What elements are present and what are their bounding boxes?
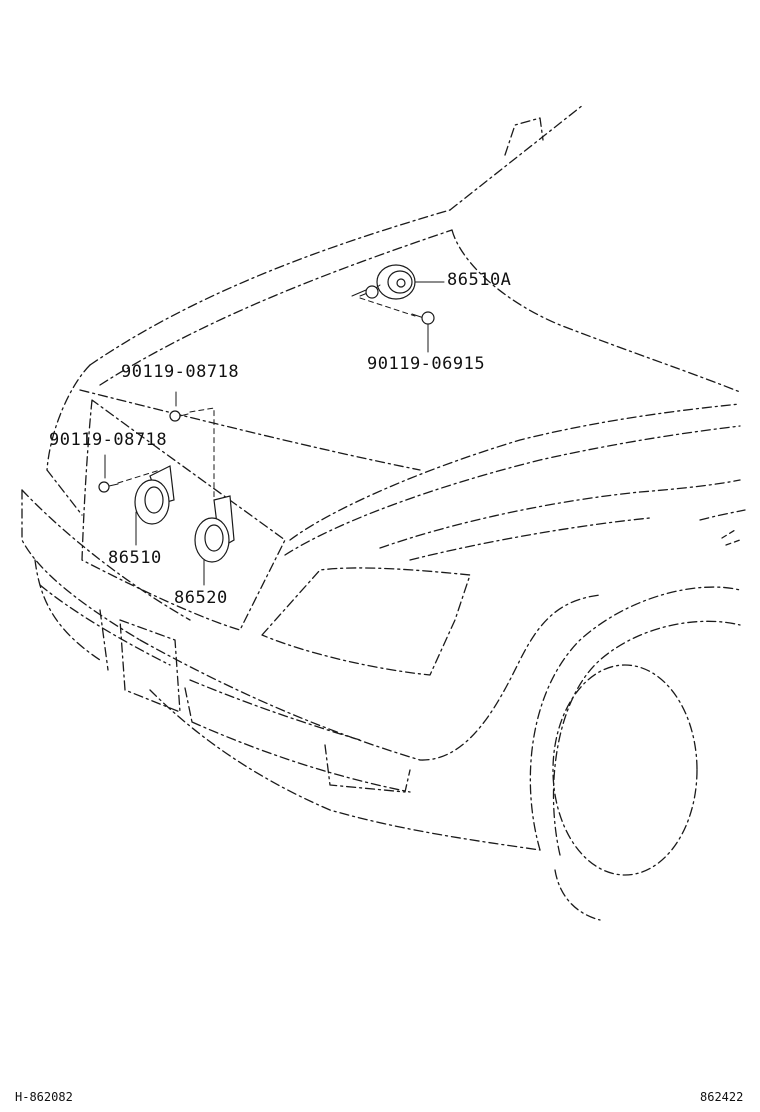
part-label-86510a: 86510A — [447, 270, 512, 290]
front-fascia-outline — [21, 364, 191, 713]
bolt-90119-06915-part — [359, 297, 435, 353]
part-label-90119-08718-upper: 90119-08718 — [121, 362, 240, 382]
part-label-90119-08718-lower: 90119-08718 — [49, 430, 168, 450]
headlight — [261, 567, 471, 676]
diagram-code-right: 862422 — [700, 1090, 744, 1104]
horn-86510a-part — [351, 264, 445, 300]
front-wheel — [529, 586, 741, 921]
horn-86510-part — [134, 465, 175, 546]
part-label-90119-06915: 90119-06915 — [367, 354, 486, 374]
horn-86520-part — [194, 495, 235, 586]
bolt-upper-part — [169, 391, 215, 501]
lower-bumper — [139, 594, 601, 851]
part-label-86520: 86520 — [174, 588, 228, 608]
diagram-code-left: H-862082 — [15, 1090, 73, 1104]
hood-crease — [284, 403, 746, 561]
hood-outline — [79, 104, 741, 471]
grille-frame — [81, 399, 286, 631]
part-label-86510: 86510 — [108, 548, 162, 568]
bolt-lower-part — [98, 454, 161, 493]
